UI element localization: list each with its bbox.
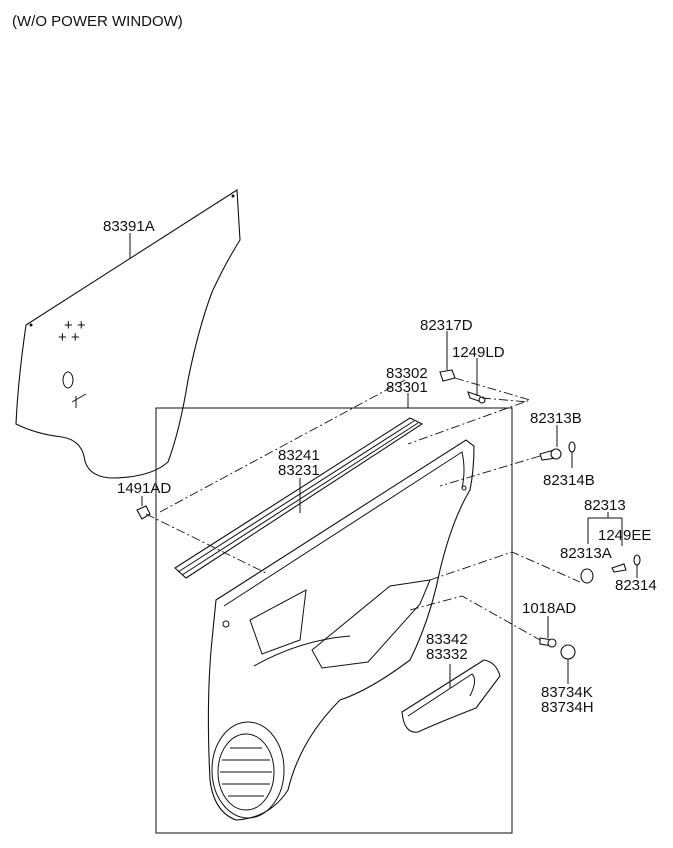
label-83734h: 83734H: [541, 699, 594, 716]
clip-1491ad[interactable]: [136, 505, 151, 520]
label-83391a: 83391A: [103, 218, 155, 235]
screw-82313b[interactable]: [539, 448, 562, 461]
svg-text:+ +: + +: [64, 317, 86, 334]
part-labels: 83391A 82317D 1249LD 83302 83301 83241 8…: [103, 218, 657, 716]
screw-1249ld[interactable]: [467, 391, 486, 404]
label-83241: 83241: [278, 447, 320, 464]
label-83734k: 83734K: [541, 684, 593, 701]
door-pull-handle-83342[interactable]: [401, 659, 501, 733]
label-82317d: 82317D: [420, 317, 473, 334]
door-trim-panel[interactable]: [207, 439, 475, 821]
bracket-82317d[interactable]: [439, 369, 456, 382]
label-82314b: 82314B: [543, 472, 595, 489]
diagram-title: (W/O POWER WINDOW): [12, 13, 183, 30]
label-82313b: 82313B: [530, 410, 582, 427]
label-82314: 82314: [615, 577, 657, 594]
label-82313a: 82313A: [560, 545, 612, 562]
label-83302: 83302: [386, 365, 428, 382]
screw-1249ee[interactable]: [611, 563, 627, 573]
assembly-guide-lines: [145, 377, 581, 641]
label-1491ad: 1491AD: [117, 480, 171, 497]
washer-82314[interactable]: [633, 554, 641, 566]
washer-82314b[interactable]: [568, 441, 576, 453]
svg-text:+ +: + +: [58, 329, 80, 346]
label-1249ld: 1249LD: [452, 344, 505, 361]
label-1249ee: 1249EE: [598, 527, 651, 544]
cap-83734k[interactable]: [560, 644, 576, 660]
label-1018ad: 1018AD: [522, 600, 576, 617]
leader-82313: [587, 512, 623, 546]
label-83342: 83342: [426, 631, 468, 648]
label-83332: 83332: [426, 646, 468, 663]
assembly-frame: [155, 407, 513, 834]
label-82313: 82313: [584, 497, 626, 514]
cap-82313a[interactable]: [580, 568, 594, 584]
label-83231: 83231: [278, 462, 320, 479]
screw-1018ad[interactable]: [539, 637, 557, 648]
door-sheet-83391a[interactable]: + + + +: [15, 189, 241, 479]
label-83301: 83301: [386, 379, 428, 396]
